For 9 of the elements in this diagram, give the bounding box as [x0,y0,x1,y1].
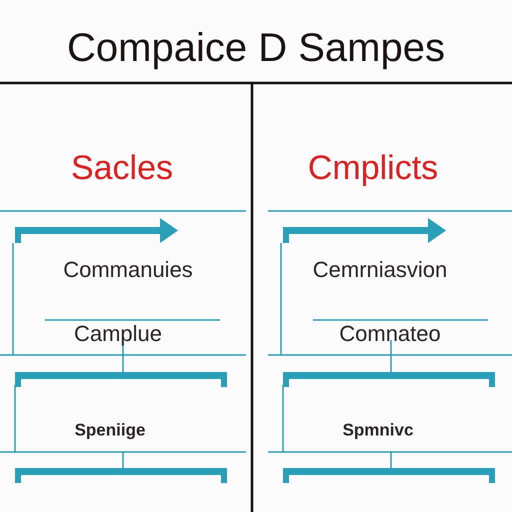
item-label: Spmnivc [342,422,414,438]
item-label: Speniige [74,422,146,438]
item-label: Comnateo [339,323,441,345]
title: Compaice D Sampes [67,28,445,68]
item-label: Camplue [74,323,162,345]
item-label: Cemrniasvion [312,259,448,281]
column-heading: Sacles [70,151,174,185]
column-heading: Cmplicts [308,151,438,185]
item-label: Commanuies [63,259,193,281]
